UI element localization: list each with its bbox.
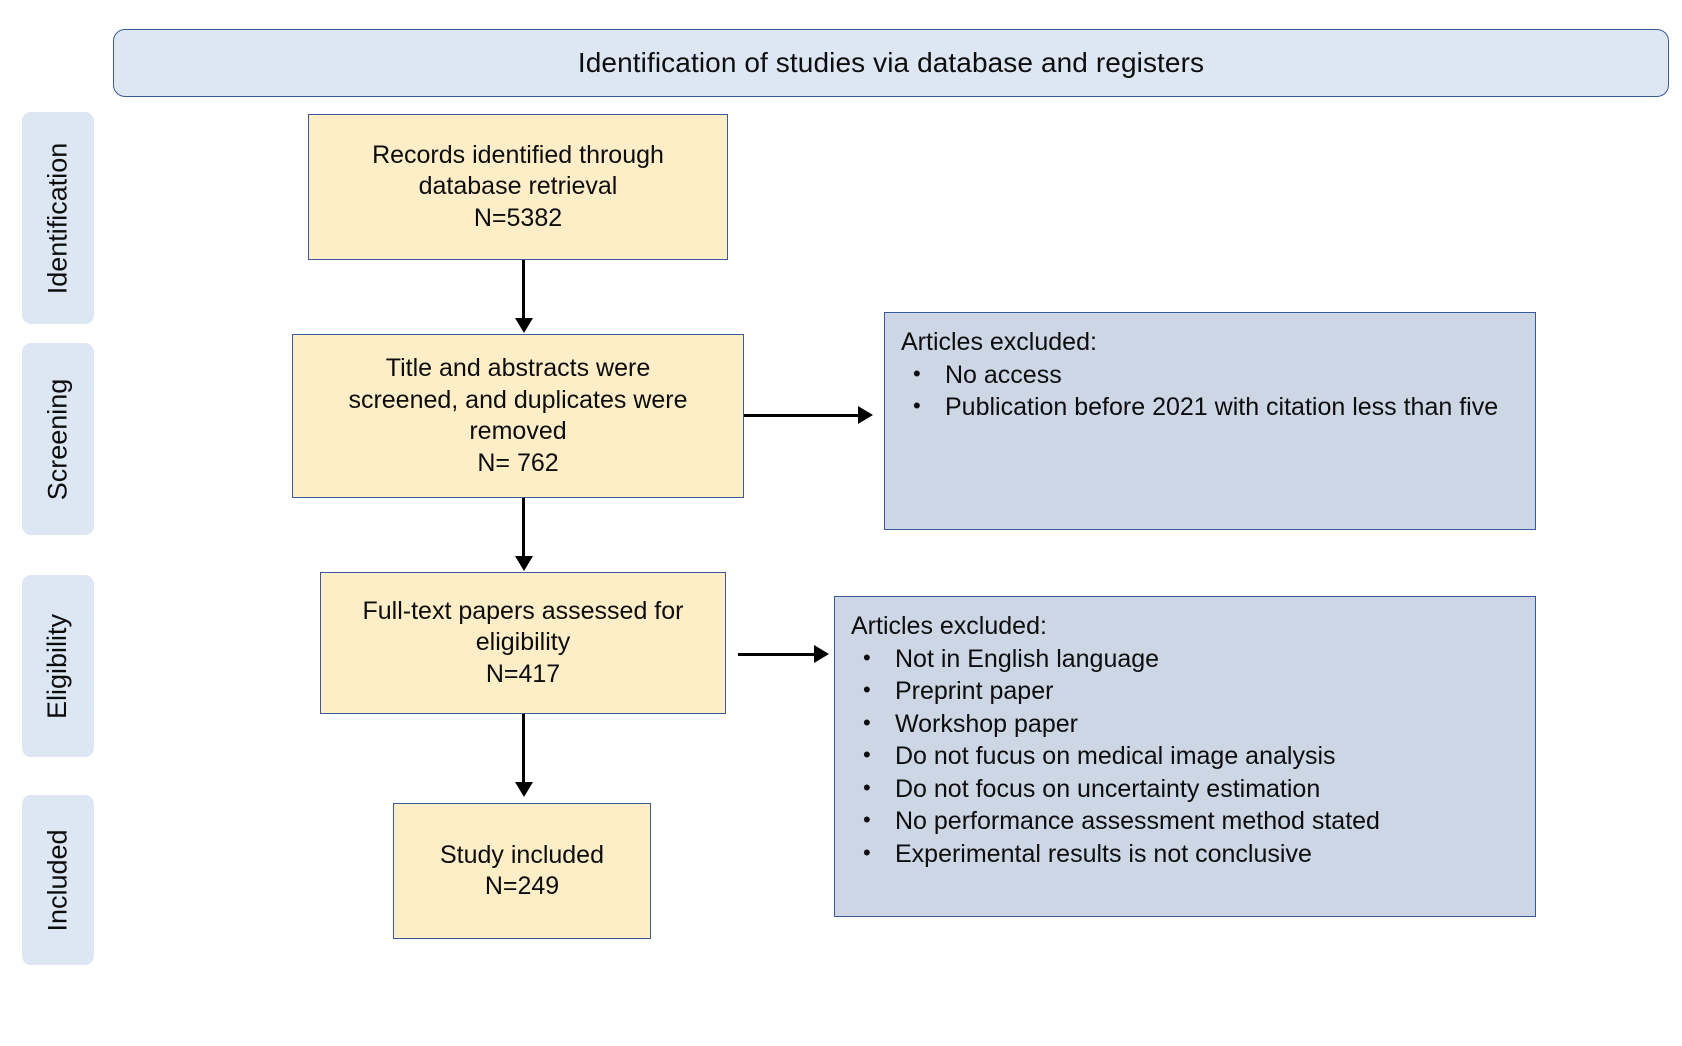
connector-records-to-screening-arrow [515,318,533,333]
eligibility-exclusions-title: Articles excluded: [851,612,1047,640]
box-eligibility-exclusions: Articles excluded: Not in English langua… [834,596,1536,917]
box-title-abstract-line-2: screened, and duplicates were [348,385,688,414]
stage-label-included-text: Included [42,828,73,932]
stage-label-identification-text: Identification [42,142,73,294]
connector-fulltext-to-included-arrow [515,782,533,797]
box-records-identified-line-3: N=5382 [473,203,563,232]
box-records-identified: Records identified through database retr… [308,114,728,260]
box-study-included-line-2: N=249 [484,872,560,900]
connector-screening-to-exclusions-line [744,414,860,417]
eligibility-exclusion-item: No performance assessment method stated [851,806,1523,838]
box-screening-exclusions: Articles excluded: No access Publication… [884,312,1536,530]
screening-exclusions-list: No access Publication before 2021 with c… [901,360,1523,424]
stage-label-included: Included [22,795,94,965]
eligibility-exclusion-item: Do not focus on uncertainty estimation [851,774,1523,806]
eligibility-exclusions-list: Not in English language Preprint paper W… [851,644,1523,871]
stage-label-screening: Screening [22,343,94,535]
eligibility-exclusion-item: Experimental results is not conclusive [851,839,1523,871]
box-records-identified-line-2: database retrieval [418,172,618,201]
box-title-abstract-line-4: N= 762 [477,448,559,477]
box-title-abstract-line-3: removed [469,417,567,445]
connector-records-to-screening-line [522,260,525,322]
box-title-abstract-screening: Title and abstracts were screened, and d… [292,334,744,498]
eligibility-exclusion-item: Do not fucus on medical image analysis [851,741,1523,773]
stage-label-eligibility: Eligibility [22,575,94,757]
screening-exclusions-title: Articles excluded: [901,328,1097,356]
stage-label-eligibility-text: Eligibility [42,613,73,719]
connector-fulltext-to-exclusions-arrow [814,645,829,663]
box-records-identified-line-1: Records identified through [372,140,664,169]
screening-exclusion-item: No access [901,360,1523,392]
box-full-text-assessed: Full-text papers assessed for eligibilit… [320,572,726,714]
diagram-header-banner: Identification of studies via database a… [113,29,1669,97]
box-title-abstract-line-1: Title and abstracts were [385,354,651,382]
box-study-included: Study included N=249 [393,803,651,939]
box-full-text-line-3: N=417 [485,659,561,688]
box-study-included-line-1: Study included [439,840,604,869]
eligibility-exclusion-item: Preprint paper [851,676,1523,708]
box-full-text-line-1: Full-text papers assessed for [362,596,684,625]
connector-screening-to-fulltext-line [522,498,525,560]
screening-exclusion-item: Publication before 2021 with citation le… [901,392,1523,424]
connector-screening-to-fulltext-arrow [515,556,533,571]
connector-fulltext-to-exclusions-line [738,653,816,656]
eligibility-exclusion-item: Not in English language [851,644,1523,676]
box-full-text-line-2: eligibility [475,628,571,657]
eligibility-exclusion-item: Workshop paper [851,709,1523,741]
page-title: Identification of studies via database a… [577,47,1205,78]
stage-label-screening-text: Screening [42,378,73,500]
stage-label-identification: Identification [22,112,94,324]
connector-fulltext-to-included-line [522,714,525,786]
connector-screening-to-exclusions-arrow [858,406,873,424]
